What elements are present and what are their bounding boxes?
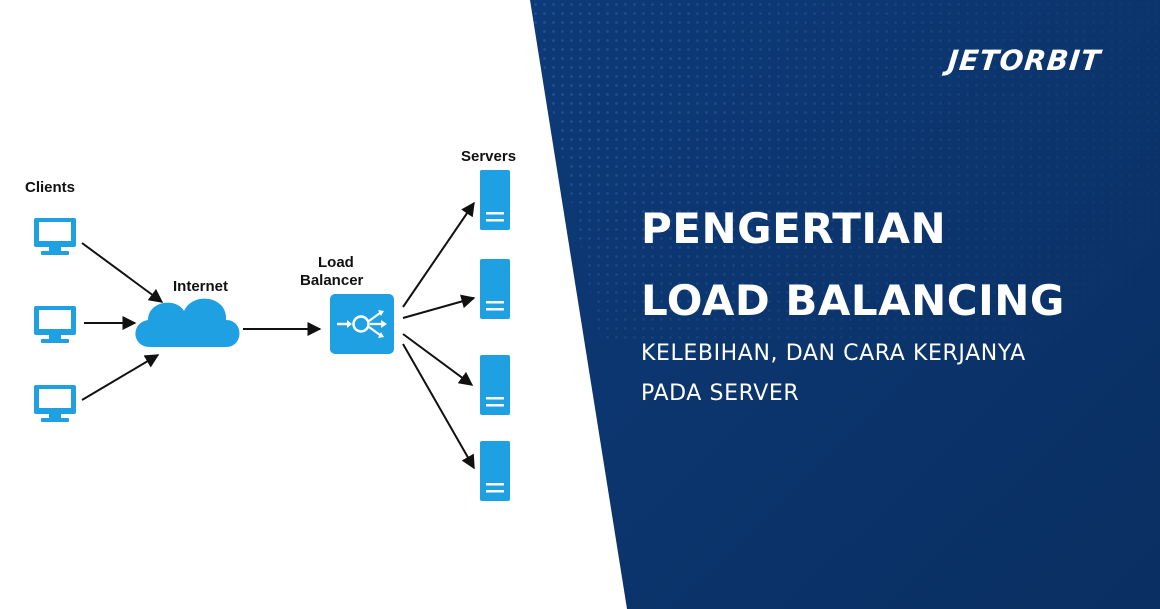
servers-group — [480, 170, 510, 501]
load-balancer-label-line2: Balancer — [300, 272, 364, 289]
clients-group — [34, 218, 76, 422]
client-monitor-icon — [34, 385, 76, 422]
client-monitor-icon — [34, 218, 76, 255]
headline-subtitle-line2: PADA SERVER — [641, 381, 800, 406]
client-monitor-icon — [34, 306, 76, 343]
server-icon — [480, 355, 510, 415]
headline-title-line2: LOAD BALANCING — [641, 276, 1065, 325]
clients-label: Clients — [25, 179, 76, 196]
load-balancer-icon — [330, 294, 394, 354]
connection-arrows — [81, 201, 476, 470]
server-icon — [480, 170, 510, 230]
server-icon — [480, 441, 510, 501]
servers-label: Servers — [461, 148, 517, 165]
headline-title-line1: PENGERTIAN — [641, 204, 947, 253]
headline-subtitle-line1: KELEBIHAN, DAN CARA KERJANYA — [641, 341, 1026, 366]
load-balancer-label-line1: Load — [318, 254, 354, 271]
internet-label: Internet — [173, 278, 229, 295]
jetorbit-logo: JETORBIT — [946, 44, 1103, 77]
dot-pattern-texture — [530, 0, 1160, 340]
server-icon — [480, 259, 510, 319]
internet-cloud-icon — [135, 298, 240, 347]
